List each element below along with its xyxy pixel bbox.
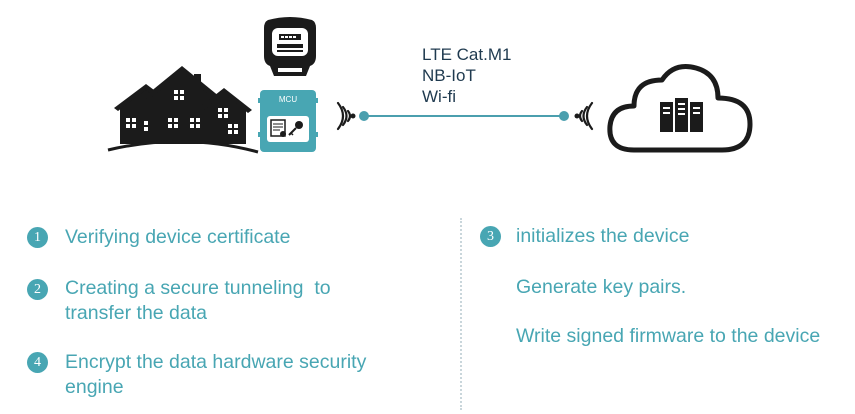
step-generate-keys: Generate key pairs. (516, 276, 687, 298)
connection-type-lte: LTE Cat.M1 (422, 45, 512, 64)
connection-type-nbiot: NB-IoT (422, 66, 476, 85)
connection-type-wifi: Wi-fi (422, 87, 456, 106)
step-verify-certificate: Verifying device certificate (65, 226, 291, 248)
wireless-signal-icon (574, 101, 594, 131)
divider (460, 218, 462, 410)
step-write-firmware: Write signed firmware to the device (516, 325, 821, 347)
step-number: 4 (27, 352, 48, 373)
houses-icon (107, 66, 259, 154)
connection-line (359, 111, 569, 121)
mcu-label: MCU (278, 95, 298, 104)
step-number: 3 (480, 226, 501, 247)
mcu-chip: MCU (258, 88, 318, 154)
mcu-chip-icon (258, 90, 318, 152)
step-encrypt-data: Encrypt the data hardware security engin… (65, 351, 367, 398)
wireless-signal-icon (336, 101, 356, 131)
step-initialize-device: initializes the device (516, 225, 690, 247)
step-secure-tunnel: Creating a secure tunneling to transfer … (65, 277, 337, 324)
cloud-server-icon (607, 64, 753, 153)
step-number: 1 (27, 227, 48, 248)
smart-meter-icon (264, 17, 316, 76)
connection-labels: LTE Cat.M1 NB-IoT Wi-fi (422, 44, 511, 107)
step-number: 2 (27, 279, 48, 300)
